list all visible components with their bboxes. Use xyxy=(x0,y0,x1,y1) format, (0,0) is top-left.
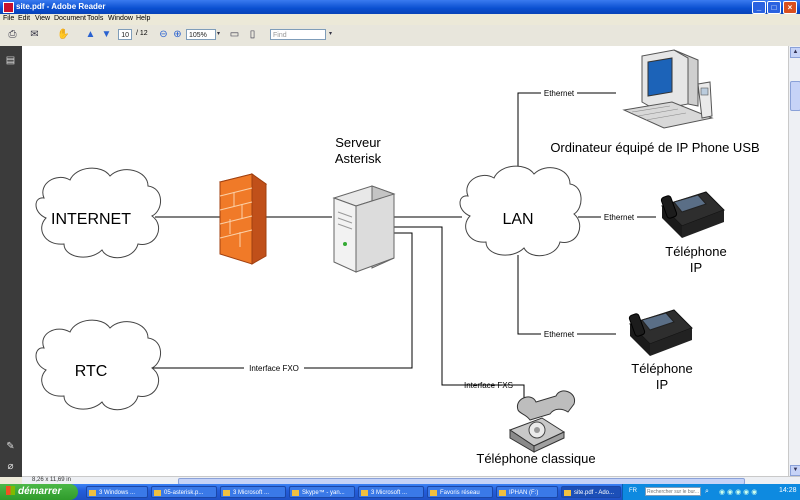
page-total: / 12 xyxy=(136,30,148,37)
menu-window[interactable]: Window xyxy=(108,15,133,22)
clock: 14:28 xyxy=(779,487,797,494)
fxs-interface-label: Interface FXS xyxy=(464,381,513,390)
ip-phone-icon: Téléphone IP xyxy=(660,191,727,275)
window-title: site.pdf - Adobe Reader xyxy=(16,2,106,11)
find-input[interactable]: Find xyxy=(270,29,326,40)
pages-icon[interactable]: ▤ xyxy=(5,55,16,66)
attachments-icon[interactable]: ⌀ xyxy=(7,461,14,472)
vertical-scroll-thumb[interactable] xyxy=(790,81,800,111)
computer-icon: Ordinateur équipé de IP Phone USB xyxy=(550,49,760,155)
window-titlebar[interactable]: site.pdf - Adobe Reader _ □ × xyxy=(0,0,800,14)
taskbar-item[interactable]: Favoris réseau xyxy=(427,486,493,498)
menu-file[interactable]: File xyxy=(3,15,15,22)
zoom-select[interactable]: 105% xyxy=(186,29,216,40)
server-label-line2: Asterisk xyxy=(335,151,382,166)
rtc-label: RTC xyxy=(75,363,108,380)
navigation-panel: ▤ ✎ ⌀ xyxy=(0,46,22,477)
internet-label: INTERNET xyxy=(51,211,131,228)
skype-icon xyxy=(292,490,299,496)
menu-document[interactable]: Document xyxy=(54,15,86,22)
taskbar-item[interactable]: 3 Windows ... xyxy=(86,486,148,498)
comments-icon[interactable]: ✎ xyxy=(6,441,15,452)
fxo-interface-label: Interface FXO xyxy=(249,364,299,373)
zoom-in-icon[interactable]: ⊕ xyxy=(173,29,182,40)
menu-help[interactable]: Help xyxy=(136,15,151,22)
phone2-label-line2: IP xyxy=(656,377,668,392)
language-indicator[interactable]: FR xyxy=(629,488,637,494)
lan-cloud: LAN xyxy=(459,165,582,257)
taskbar-item-active[interactable]: site.pdf - Ado... xyxy=(561,486,621,498)
internet-cloud: INTERNET xyxy=(35,167,161,259)
find-chevron-down-icon[interactable]: ▾ xyxy=(328,31,332,37)
previous-page-icon[interactable]: ▲ xyxy=(85,29,96,40)
taskbar-item[interactable]: 3 Microsoft ... xyxy=(358,486,424,498)
page-number-input[interactable]: 10 xyxy=(118,29,132,40)
ip-phone-icon: Téléphone IP xyxy=(628,309,693,392)
system-tray: FR Rechercher sur le bur... ⌕ ◉ ◉ ◉ ◉ ◉ … xyxy=(622,484,800,500)
page-size: 8,26 x 11,69 in xyxy=(32,477,71,483)
desktop-search-input[interactable]: Rechercher sur le bur... xyxy=(645,487,701,496)
taskbar-item[interactable]: 05-asterisk.p... xyxy=(151,486,217,498)
fit-width-icon[interactable]: ▯ xyxy=(249,29,256,40)
server-label-line1: Serveur xyxy=(335,135,381,150)
phone1-label-line1: Téléphone xyxy=(665,244,726,259)
lan-label: LAN xyxy=(502,211,533,228)
drive-icon xyxy=(499,490,506,496)
pdf-icon xyxy=(564,490,571,496)
word-icon xyxy=(223,490,230,496)
start-label: démarrer xyxy=(18,486,62,497)
scroll-down-icon[interactable]: ▼ xyxy=(790,465,800,476)
ethernet-label-top: Ethernet xyxy=(544,89,575,98)
taskbar-item[interactable]: Skype™ - yan... xyxy=(289,486,355,498)
next-page-icon[interactable]: ▼ xyxy=(101,29,112,40)
menu-view[interactable]: View xyxy=(35,15,51,22)
menu-bar: File Edit View Document Tools Window Hel… xyxy=(0,14,800,24)
print-icon[interactable]: ⎙ xyxy=(8,29,17,40)
close-button[interactable]: × xyxy=(783,1,797,14)
classic-phone-icon: Téléphone classique xyxy=(476,390,596,466)
scroll-up-icon[interactable]: ▲ xyxy=(790,47,800,58)
maximize-button[interactable]: □ xyxy=(767,1,781,14)
connection-labels: Ethernet Ethernet Ethernet Interface FXO… xyxy=(244,89,637,390)
network-diagram: INTERNET RTC LAN xyxy=(35,49,760,466)
taskbar-item[interactable]: 3 Microsoft ... xyxy=(220,486,286,498)
chevron-down-icon[interactable]: ▾ xyxy=(216,31,220,37)
toolbar: ⎙ ✉ ✋ ▲ ▼ 10 / 12 ⊖ ⊕ 105% ▾ ▭ ▯ Find ▾ xyxy=(0,25,800,47)
tray-icons[interactable]: ◉ ◉ ◉ ◉ ◉ xyxy=(719,489,758,496)
search-icon[interactable]: ⌕ xyxy=(705,488,709,495)
network-folder-icon xyxy=(430,490,437,496)
zoom-out-icon[interactable]: ⊖ xyxy=(159,29,168,40)
menu-tools[interactable]: Tools xyxy=(87,15,104,22)
word-icon xyxy=(361,490,368,496)
minimize-button[interactable]: _ xyxy=(752,1,766,14)
ethernet-label-bottom: Ethernet xyxy=(544,330,575,339)
fit-page-icon[interactable]: ▭ xyxy=(229,29,240,40)
firewall-icon xyxy=(218,173,268,265)
vertical-scrollbar[interactable]: ▲ ▼ xyxy=(788,46,800,477)
phone1-label-line2: IP xyxy=(690,260,702,275)
rtc-cloud: RTC xyxy=(35,319,161,411)
taskbar-item[interactable]: IPHAN (F:) xyxy=(496,486,558,498)
classic-phone-label: Téléphone classique xyxy=(476,451,595,466)
pdf-icon xyxy=(154,490,161,496)
phone2-label-line1: Téléphone xyxy=(631,361,692,376)
menu-edit[interactable]: Edit xyxy=(18,15,31,22)
hand-tool-icon[interactable]: ✋ xyxy=(57,29,70,40)
taskbar: démarrer 3 Windows ... 05-asterisk.p... … xyxy=(0,484,800,500)
ethernet-label-middle: Ethernet xyxy=(604,213,635,222)
server-icon: Serveur Asterisk xyxy=(332,135,396,273)
email-icon[interactable]: ✉ xyxy=(30,29,39,40)
start-button[interactable]: démarrer xyxy=(0,484,78,500)
folder-icon xyxy=(89,490,96,496)
document-view[interactable]: INTERNET RTC LAN xyxy=(22,46,788,476)
pc-caption: Ordinateur équipé de IP Phone USB xyxy=(550,140,759,155)
adobe-reader-icon xyxy=(3,2,14,13)
windows-flag-icon xyxy=(6,486,15,495)
